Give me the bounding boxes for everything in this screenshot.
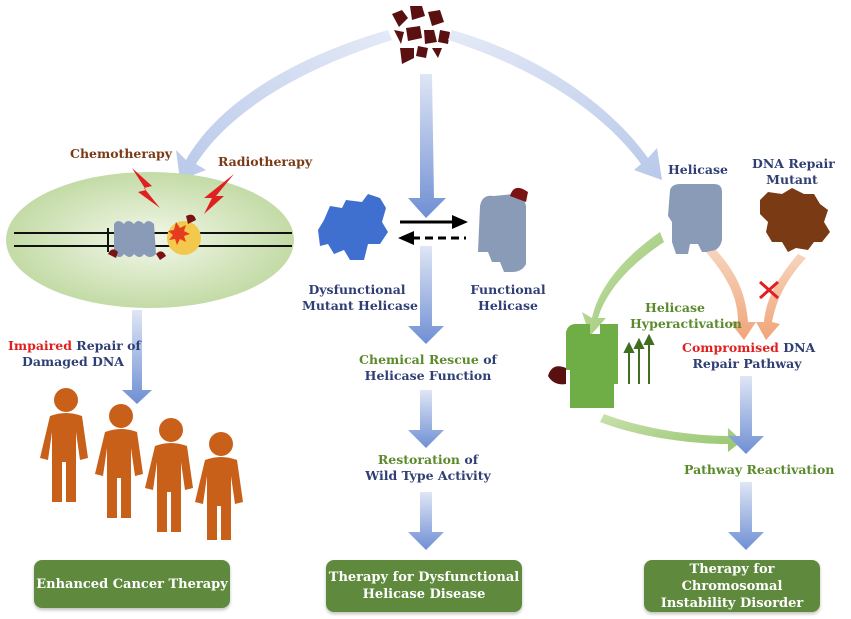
box-chromosomal-line2: Instability Disorder (660, 595, 804, 611)
box-dysfunctional-line2: Helicase Disease (362, 587, 486, 602)
label-dysfunctional-line1: Dysfunctional (308, 282, 406, 297)
functional-cap (510, 187, 528, 202)
label-helicase-hyperactivation: Helicase Hyperactivation (630, 300, 742, 332)
hyperactive-helicase-shape (566, 324, 618, 408)
equilibrium-arrows (398, 215, 468, 245)
label-repair-pathway: Repair Pathway (692, 356, 802, 371)
dna-repair-mutant-shape (760, 188, 830, 252)
label-restoration-highlight: Restoration (377, 452, 461, 467)
label-dysfunctional-helicase: Dysfunctional Mutant Helicase (302, 282, 418, 314)
label-hyper-line2: Hyperactivation (630, 316, 742, 331)
helicase-complex-on-dna (108, 214, 201, 260)
hyperactive-cap (548, 366, 566, 385)
box-dysfunctional-line1: Therapy for Dysfunctional (328, 570, 520, 585)
label-chemical-rescue-highlight: Chemical Rescue (359, 352, 479, 367)
arrow-to-chemical-rescue (408, 246, 444, 344)
label-pathway-reactivation: Pathway Reactivation (684, 462, 835, 477)
arrow-to-cancer-panel (176, 30, 392, 180)
person-icon (195, 432, 243, 540)
label-repair-of: Repair of (71, 338, 141, 353)
lightning-bolt-chemo (132, 168, 160, 208)
green-arrow-to-reactivation (600, 414, 742, 452)
arrow-to-rescue-panel (408, 74, 446, 218)
label-functional-helicase: Functional Helicase (468, 282, 548, 314)
label-hyper-line1: Helicase (645, 300, 705, 315)
label-compromised-dna: DNA (778, 340, 816, 355)
label-dna-repair-mutant: DNA Repair Mutant (752, 156, 835, 188)
label-functional-line1: Functional (470, 282, 546, 297)
dna-damage-burst (168, 222, 190, 245)
peach-arrow-from-helicase (706, 250, 756, 340)
label-impaired: Impaired (8, 338, 72, 353)
label-chemical-rescue-of: of (478, 352, 497, 367)
label-wild-type: Wild Type Activity (365, 468, 491, 483)
label-damaged-dna: Damaged DNA (21, 354, 124, 369)
label-dna-repair-line1: DNA Repair (752, 156, 835, 171)
helicase-shape-right (668, 184, 722, 254)
blocked-x-icon (759, 280, 779, 300)
box-enhanced-label: Enhanced Cancer Therapy (36, 576, 228, 592)
green-arrow-to-hyperactivation (582, 232, 664, 336)
functional-helicase-shape (478, 194, 526, 272)
label-chemical-rescue: Chemical Rescue of Helicase Function (358, 352, 498, 384)
label-dysfunctional-line2: Mutant Helicase (302, 298, 418, 313)
compound-cluster (392, 6, 450, 64)
label-radiotherapy: Radiotherapy (218, 154, 313, 169)
peach-arrow-from-mutant (756, 254, 806, 340)
arrow-to-right-box (728, 482, 764, 550)
label-restoration-of: of (460, 452, 479, 467)
person-icon (40, 388, 88, 502)
dysfunctional-helicase-shape (318, 194, 388, 260)
label-compromised-pathway: Compromised DNA Repair Pathway (682, 340, 816, 372)
person-icon (145, 418, 193, 532)
label-compromised: Compromised (682, 340, 779, 355)
box-chromosomal-line1: Therapy for Chromosomal (681, 561, 783, 594)
arrow-to-mid-box (408, 492, 444, 550)
arrow-to-pathway-reactivation (728, 376, 764, 454)
label-functional-line2: Helicase (478, 298, 538, 313)
people-group (40, 388, 243, 540)
label-chemotherapy: Chemotherapy (70, 146, 173, 161)
person-icon (95, 404, 143, 518)
label-dna-repair-line2: Mutant (766, 172, 818, 187)
arrow-to-restoration (408, 390, 444, 448)
label-helicase-function: Helicase Function (364, 368, 492, 383)
label-restoration: Restoration of Wild Type Activity (358, 452, 498, 484)
arrow-to-helicase-panel (448, 30, 662, 180)
label-impaired-repair: Impaired Repair of Damaged DNA (8, 338, 141, 370)
lightning-bolt-radio (204, 174, 234, 214)
label-helicase-right: Helicase (668, 162, 728, 177)
arrow-oval-to-people (122, 310, 152, 404)
activation-up-arrows (623, 333, 655, 384)
box-enhanced-cancer-therapy: Enhanced Cancer Therapy (34, 560, 230, 608)
